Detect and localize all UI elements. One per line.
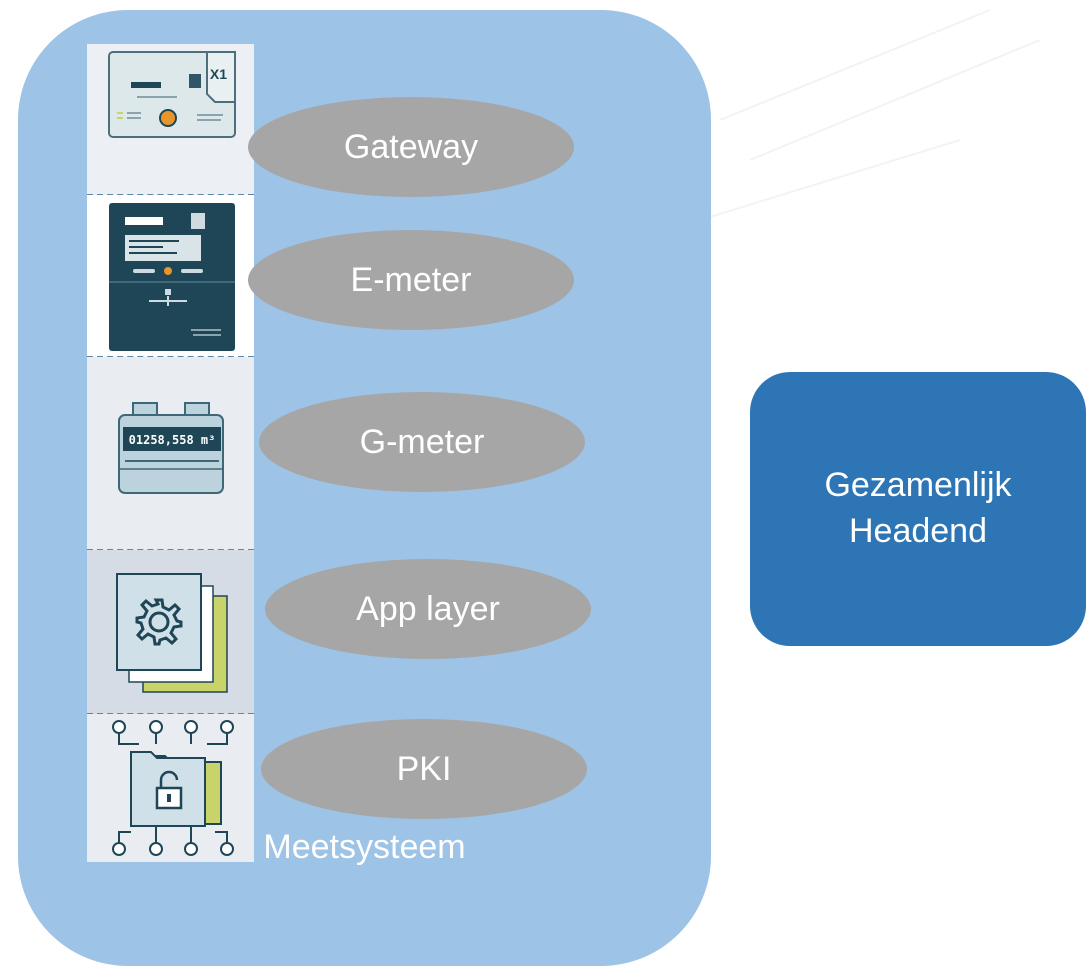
faint-background-lines	[699, 9, 1041, 221]
app-layer-oval: App layer	[265, 559, 591, 659]
gas-meter-display: 01258,558 m³	[129, 433, 216, 447]
pki-oval: PKI	[261, 719, 587, 819]
app-layer-panel	[87, 550, 254, 714]
meetsysteem-container: X1	[18, 10, 711, 966]
headend-label: Gezamenlijk Headend	[824, 466, 1012, 550]
gateway-label: Gateway	[343, 127, 479, 166]
meetsysteem-label: Meetsysteem	[263, 828, 466, 866]
e-meter-panel	[87, 195, 254, 357]
e-meter-label: E-meter	[350, 260, 472, 299]
pki-label: PKI	[396, 749, 452, 788]
component-icon-strip: X1	[87, 44, 254, 862]
g-meter-label: G-meter	[359, 422, 485, 461]
gateway-device-icon: X1	[108, 51, 236, 138]
gateway-panel: X1	[87, 44, 254, 195]
settings-gear-icon	[116, 573, 228, 693]
e-meter-oval: E-meter	[248, 230, 574, 330]
gezamenlijk-headend-box: Gezamenlijk Headend	[750, 372, 1086, 646]
gas-meter-icon: 01258,558 m³	[118, 402, 224, 494]
lock-folder-icon	[112, 720, 234, 856]
pki-panel	[87, 714, 254, 862]
electricity-meter-icon	[109, 203, 235, 351]
gateway-oval: Gateway	[248, 97, 574, 197]
gateway-device-label: X1	[210, 66, 227, 82]
app-layer-label: App layer	[356, 589, 500, 628]
g-meter-panel: 01258,558 m³	[87, 357, 254, 550]
g-meter-oval: G-meter	[259, 392, 585, 492]
